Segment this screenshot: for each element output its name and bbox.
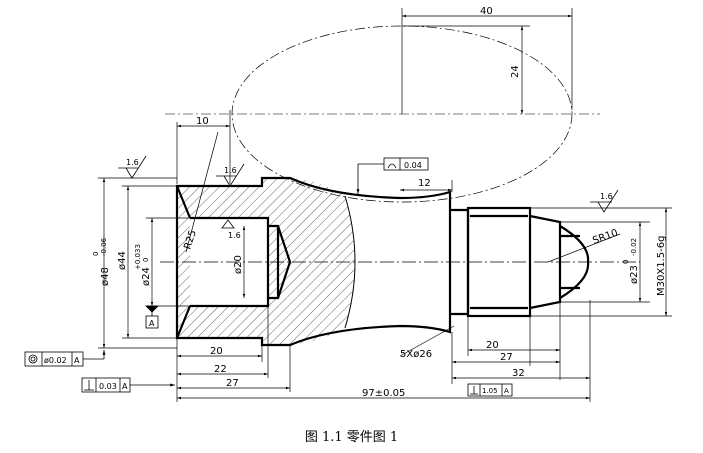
dim-24-label: 24 [510, 65, 521, 78]
coaxiality-frame [24, 350, 106, 367]
roughness-inner-value: 1.6 [228, 231, 241, 240]
dim-10 [176, 110, 231, 184]
roughness-right-symbol [590, 189, 619, 213]
dim-dia48-tol-low: -0.06 [100, 237, 108, 256]
perp-left-frame [81, 377, 175, 393]
dim-32-label: 32 [512, 368, 525, 379]
datum-a-symbol [145, 305, 159, 329]
perp-right-frame [467, 383, 513, 397]
dim-dia48 [98, 177, 177, 349]
roughness-top-symbol [216, 163, 245, 187]
dim-dia48-label: ø48 [100, 267, 111, 286]
datum-a-label: A [149, 319, 155, 328]
dim-22-label: 22 [214, 364, 227, 375]
dim-20-right-label: 20 [486, 340, 499, 351]
dim-10-label: 10 [196, 116, 209, 127]
r25-leader [185, 131, 219, 253]
dim-dia24-tol-up: +0.033 [134, 244, 142, 270]
dim-chamfer-label: 5Xø26 [400, 349, 432, 360]
dim-40 [401, 8, 573, 114]
figure-caption: 图 1.1 零件图 1 [304, 430, 399, 445]
dim-thread-label: M30X1.5-6g [656, 236, 667, 296]
part-outline [175, 176, 590, 347]
dim-dia44 [122, 185, 177, 339]
dim-dia48-tol-up: 0 [92, 252, 100, 256]
dim-sr10-label: SR10 [591, 228, 619, 247]
perp-right-ref: A [504, 387, 509, 395]
dim-dia23-tol-up: 0 [622, 260, 630, 264]
r25-arc [344, 195, 356, 329]
profile-tolerance-value: 0.04 [404, 161, 422, 170]
roughness-right-value: 1.6 [600, 192, 613, 201]
dim-dia44-label: ø44 [117, 251, 128, 270]
dim-dia20-label: ø20 [233, 255, 244, 274]
dim-dia24-label: ø24 [141, 267, 152, 286]
profile-tolerance-frame [356, 157, 429, 194]
dim-24 [402, 25, 530, 114]
perp-left-value: 0.03 [99, 382, 117, 391]
roughness-top-value: 1.6 [224, 166, 237, 175]
dim-dia23-label: ø23 [629, 265, 640, 284]
coaxiality-ref: A [74, 356, 80, 365]
perp-right-value: 1.05 [482, 387, 498, 395]
dim-12-label: 12 [418, 178, 431, 189]
coaxiality-value: ø0.02 [44, 356, 67, 365]
dim-bottom-lines [176, 300, 591, 402]
dim-dia23 [560, 221, 650, 303]
dim-20-bottom-label: 20 [210, 346, 223, 357]
hatched-section [177, 178, 355, 345]
roughness-left-value: 1.6 [126, 158, 139, 167]
dim-97-label: 97±0.05 [362, 388, 405, 399]
dim-12 [400, 180, 453, 192]
dim-27-left-label: 27 [226, 378, 239, 389]
dim-40-label: 40 [480, 6, 493, 17]
roughness-inner-symbol [221, 219, 235, 229]
dim-dia23-tol-low: -0.02 [630, 238, 638, 256]
dim-dia24-tol-low: 0 [142, 258, 150, 262]
perp-left-ref: A [122, 382, 128, 391]
dim-27-right-label: 27 [500, 352, 513, 363]
dim-thread [530, 207, 672, 317]
sr10-leader [547, 233, 621, 263]
chamfer-leader [399, 325, 455, 357]
